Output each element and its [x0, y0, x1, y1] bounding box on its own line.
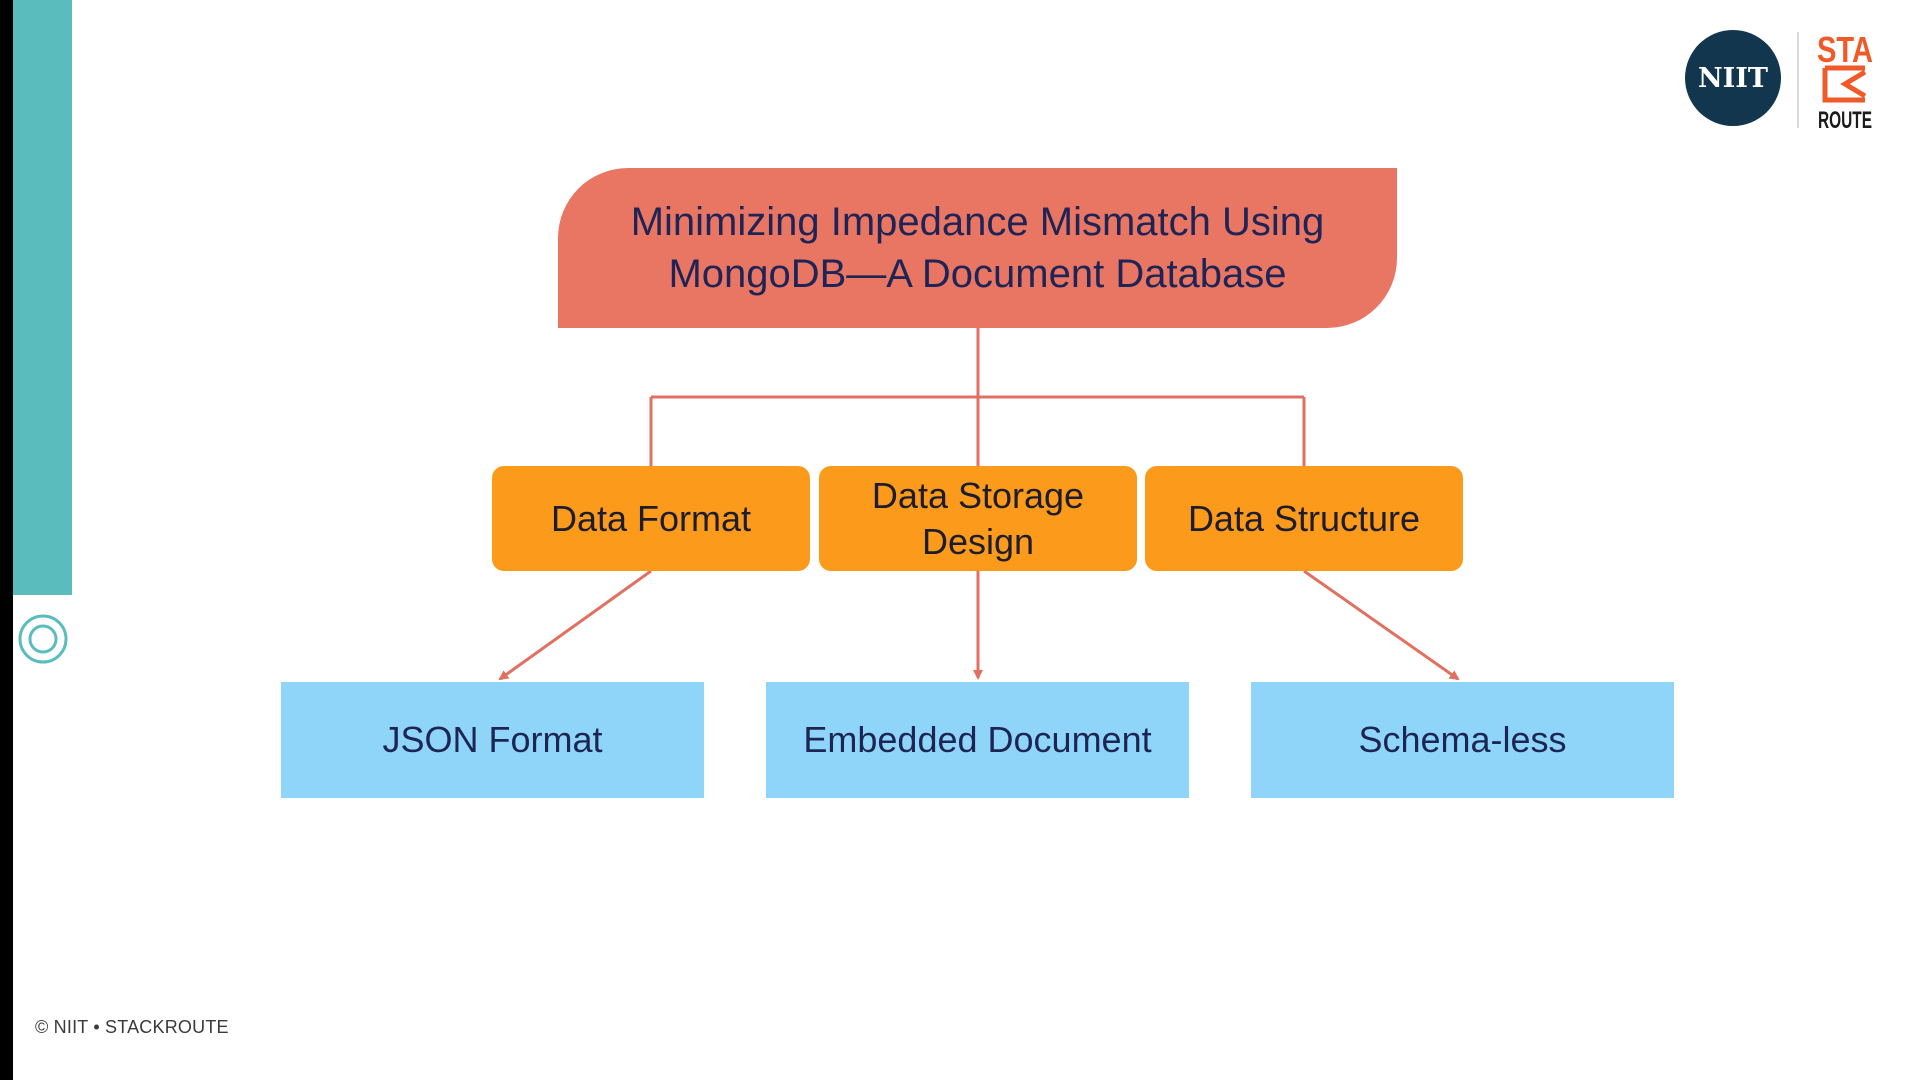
arrow-structure-to-schemaless	[1303, 569, 1460, 681]
feature-box-embedded-document: Embedded Document	[766, 682, 1189, 798]
stack-ck-icon	[1822, 65, 1867, 103]
feature-label: JSON Format	[382, 719, 603, 760]
target-icon	[18, 614, 68, 664]
slide: NIIT STA ROUTE	[13, 0, 1920, 1080]
category-box-data-format: Data Format	[492, 466, 810, 571]
diagram-title-box: Minimizing Impedance Mismatch Using Mong…	[558, 168, 1397, 328]
footer-copyright: © NIIT • STACKROUTE	[35, 1017, 229, 1037]
stackroute-logo-line1: STA	[1817, 29, 1873, 70]
arrow-data-format-to-json	[498, 569, 652, 681]
feature-label: Schema-less	[1358, 719, 1567, 760]
stackroute-logo-line2: ROUTE	[1818, 107, 1872, 132]
niit-logo: NIIT	[1685, 30, 1781, 126]
category-label: Data Format	[550, 497, 752, 539]
brand-logo: NIIT STA ROUTE	[1685, 28, 1885, 138]
feature-box-json-format: JSON Format	[281, 682, 704, 798]
feature-label: Embedded Document	[803, 719, 1152, 760]
category-box-data-structure: Data Structure	[1145, 466, 1463, 571]
connectors	[498, 328, 1460, 681]
arrow-connectors	[498, 569, 1460, 681]
category-box-data-storage-design: Data Storage Design	[819, 466, 1137, 571]
niit-logo-text: NIIT	[1697, 62, 1769, 94]
stackroute-logo: STA ROUTE	[1817, 29, 1873, 132]
accent-bar	[13, 0, 72, 595]
feature-box-schema-less: Schema-less	[1251, 682, 1674, 798]
tree-connector-lines	[649, 328, 1306, 466]
diagram-title: Minimizing Impedance Mismatch Using Mong…	[630, 200, 1325, 296]
logo-divider	[1797, 32, 1799, 128]
hierarchy-diagram: Minimizing Impedance Mismatch Using Mong…	[13, 0, 1920, 1080]
category-label: Data Storage Design	[871, 474, 1085, 562]
category-label: Data Structure	[1187, 497, 1421, 539]
